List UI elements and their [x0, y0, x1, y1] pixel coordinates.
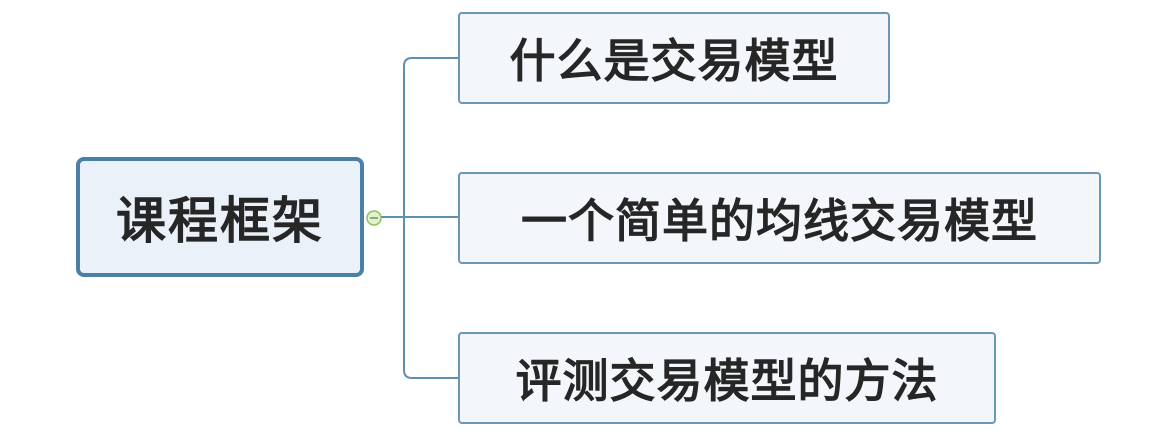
collapse-toggle-icon[interactable] [366, 210, 382, 226]
subtopic-label-2: 一个简单的均线交易模型 [521, 194, 1038, 248]
root-topic-label: 课程框架 [116, 191, 324, 250]
subtopic-node-1[interactable]: 什么是交易模型 [458, 12, 890, 104]
subtopic-node-2[interactable]: 一个简单的均线交易模型 [458, 172, 1101, 264]
subtopic-label-3: 评测交易模型的方法 [515, 354, 939, 408]
subtopic-node-3[interactable]: 评测交易模型的方法 [458, 332, 996, 424]
connector-branch-1 [403, 57, 458, 217]
connector-branch-3 [403, 217, 458, 379]
subtopic-label-1: 什么是交易模型 [509, 34, 839, 88]
root-topic-node[interactable]: 课程框架 [76, 157, 364, 277]
